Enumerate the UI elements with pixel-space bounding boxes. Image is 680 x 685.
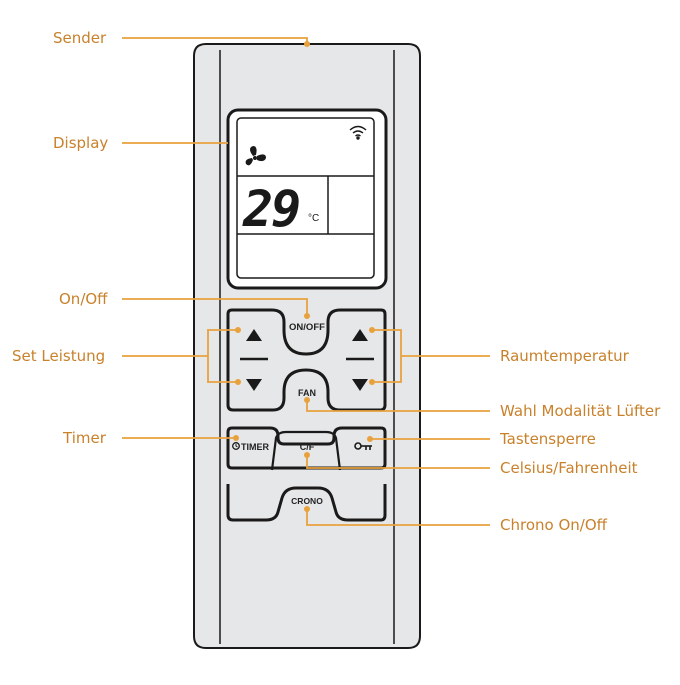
triangle-down-icon [246,379,262,391]
timer-button-label[interactable]: TIMER [241,442,269,452]
triangle-up-icon [352,329,368,341]
on-off-button-label[interactable]: ON/OFF [289,322,325,333]
key-icon[interactable] [354,442,372,450]
cf-button-label[interactable]: C/F [300,442,315,452]
label-display: Display [53,134,109,152]
crono-button-label[interactable]: CRONO [291,496,323,506]
callout-dots [233,41,375,512]
label-raumtemperatur: Raumtemperatur [500,347,629,365]
timer-button[interactable]: TIMER [232,442,270,452]
power-down-button[interactable] [246,379,262,391]
button-panel [226,308,387,522]
label-timer: Timer [63,429,106,447]
triangle-up-icon [246,329,262,341]
clock-icon [232,442,240,450]
label-chrono-on-off: Chrono On/Off [500,516,607,534]
label-wahl-modalitaet-luefter: Wahl Modalität Lüfter [500,402,661,420]
lcd-display: 29 °C [226,108,388,290]
label-celsius-fahrenheit: Celsius/Fahrenheit [500,459,638,477]
label-sender: Sender [53,29,107,47]
label-tastensperre: Tastensperre [500,430,596,448]
temp-up-button[interactable] [352,329,368,341]
label-set-leistung: Set Leistung [12,347,106,365]
fan-button-label[interactable]: FAN [298,388,316,398]
fan-icon [245,146,266,166]
callout-lines [122,37,490,526]
label-on-off: On/Off [59,290,108,308]
temperature-readout: 29 [242,180,299,238]
temperature-unit: °C [308,213,319,224]
wifi-icon [349,125,367,140]
power-up-button[interactable] [246,329,262,341]
temp-down-button[interactable] [352,379,368,391]
triangle-down-icon [352,379,368,391]
